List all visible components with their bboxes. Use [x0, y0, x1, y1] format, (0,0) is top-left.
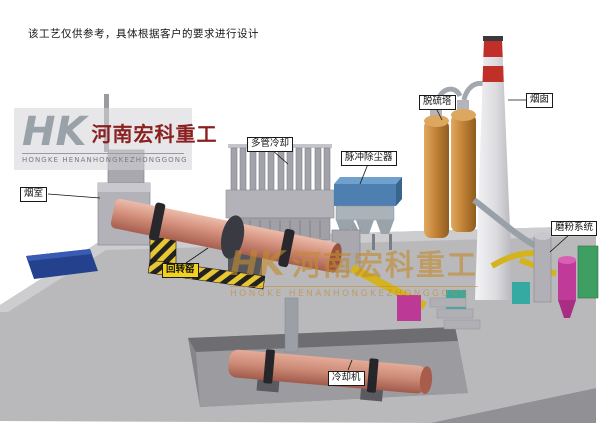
leader-grinding-system [549, 233, 571, 253]
leader-rotary-kiln [185, 247, 209, 264]
label-chimney: 烟囱 [526, 93, 554, 108]
pulse-dust-collector [334, 177, 402, 250]
leader-multi-tube-cooler [271, 149, 289, 165]
label-multi-tube-cooler: 多管冷却 [247, 137, 294, 152]
leader-desulfurization-tower [435, 107, 443, 121]
rotary-kiln [110, 198, 342, 273]
watermark-logo: HK 河南宏科重工 HONGKE HENANHONGKEZHONGGONG [14, 108, 216, 170]
leader-smoke-chamber [47, 193, 101, 199]
grinding-system [472, 197, 599, 318]
label-desulfurization-tower: 脱硫塔 [419, 95, 456, 110]
label-rotary-kiln: 回转窑 [162, 263, 199, 278]
logo-monogram: HK [22, 109, 87, 155]
logo-company-name: 河南宏科重工 [91, 121, 218, 146]
blue-pad [26, 249, 98, 279]
label-grinding-system: 磨粉系统 [551, 221, 598, 236]
disclaimer-note: 该工艺仅供参考，具体根据客户的要求进行设计 [28, 28, 259, 40]
leader-cooling-machine [347, 359, 353, 371]
leader-pulse-dust-collector [359, 163, 369, 185]
chimney [475, 36, 513, 300]
label-pulse-dust-collector: 脉冲除尘器 [341, 151, 397, 166]
cooling-machine [228, 349, 433, 402]
label-smoke-chamber: 烟室 [20, 187, 48, 202]
desulfurization-towers [424, 81, 495, 238]
logo-company-name-en: HONGKE HENANHONGKEZHONGGONG [22, 153, 186, 164]
label-cooling-machine: 冷却机 [328, 371, 365, 386]
leader-lines [47, 99, 571, 371]
